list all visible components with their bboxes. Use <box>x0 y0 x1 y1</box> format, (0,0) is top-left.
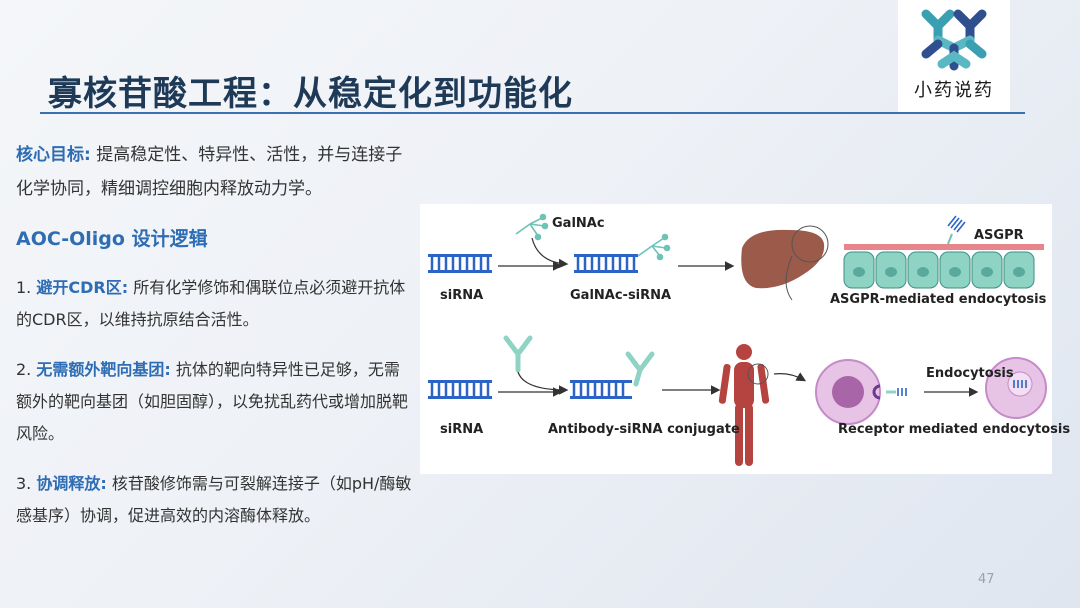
sirna-duplex-icon <box>428 380 492 399</box>
galnac-sirna-icon <box>574 233 671 273</box>
label-sirna-bottom: siRNA <box>440 422 484 437</box>
core-goal: 核心目标: 提高稳定性、特异性、活性，并与连接子化学协同，精细调控细胞内释放动力… <box>16 138 408 206</box>
internalized-cell-icon <box>985 357 1047 419</box>
antibody-sirna-icon <box>570 351 655 399</box>
page-title: 寡核苷酸工程：从稳定化到功能化 <box>48 74 573 114</box>
label-galnac-sirna: GalNAc-siRNA <box>570 288 672 303</box>
curved-arrow-icon <box>517 371 569 395</box>
point-label: 协调释放: <box>36 474 107 493</box>
label-galnac: GalNAc <box>552 216 605 231</box>
logo-text: 小药说药 <box>914 80 994 101</box>
galnac-icon <box>515 213 549 241</box>
point-number: 1. <box>16 278 37 297</box>
title-divider <box>40 112 1025 114</box>
liver-icon <box>741 225 829 301</box>
design-point-1: 1. 避开CDR区: 所有化学修饰和偶联位点必须避开抗体的CDR区，以维持抗原结… <box>16 272 414 336</box>
section-heading: AOC-Oligo 设计逻辑 <box>16 228 208 250</box>
page-number: 47 <box>978 572 995 587</box>
curved-arrow-icon <box>773 372 807 382</box>
conjugate-figure: GalNAc ASGPR siRNA GalNAc-siRNA ASGPR-me… <box>420 204 1070 474</box>
point-number: 2. <box>16 360 37 379</box>
core-goal-text: 提高稳定性、特异性、活性，并与连接子化学协同，精细调控细胞内释放动力学。 <box>16 145 403 199</box>
point-label: 避开CDR区: <box>36 278 129 297</box>
label-antibody-sirna: Antibody-siRNA conjugate <box>548 422 740 437</box>
point-text: 抗体的靶向特异性已足够，无需额外的靶向基团（如胆固醇），以免扰乱药代或增加脱靶风… <box>16 360 409 443</box>
point-label: 无需额外靶向基团: <box>36 360 171 379</box>
figure-illustration <box>428 213 1047 466</box>
point-number: 3. <box>16 474 37 493</box>
brand-logo: 小药说药 <box>898 0 1010 112</box>
design-point-2: 2. 无需额外靶向基团: 抗体的靶向特异性已足够，无需额外的靶向基团（如胆固醇）… <box>16 354 414 450</box>
point-text: 所有化学修饰和偶联位点必须避开抗体的CDR区，以维持抗原结合活性。 <box>16 278 406 329</box>
molecule-logo-icon <box>921 9 987 71</box>
point-text: 核苷酸修饰需与可裂解连接子（如pH/酶敏感基序）协调，促进高效的内溶酶体释放。 <box>16 474 412 525</box>
target-cell-icon <box>815 359 907 425</box>
human-body-icon <box>718 344 770 466</box>
label-asgpr: ASGPR <box>974 228 1024 243</box>
curved-arrow-icon <box>531 237 569 269</box>
hepatocyte-layer-icon <box>843 215 1044 289</box>
label-receptor-endocytosis: Receptor mediated endocytosis <box>838 422 1071 437</box>
antibody-icon <box>503 335 533 373</box>
core-goal-label: 核心目标: <box>16 145 91 165</box>
label-sirna-top: siRNA <box>440 288 484 303</box>
design-point-3: 3. 协调释放: 核苷酸修饰需与可裂解连接子（如pH/酶敏感基序）协调，促进高效… <box>16 468 414 532</box>
sirna-duplex-icon <box>428 254 492 273</box>
label-asgpr-endocytosis: ASGPR-mediated endocytosis <box>830 292 1047 307</box>
label-endocytosis: Endocytosis <box>926 366 1014 381</box>
